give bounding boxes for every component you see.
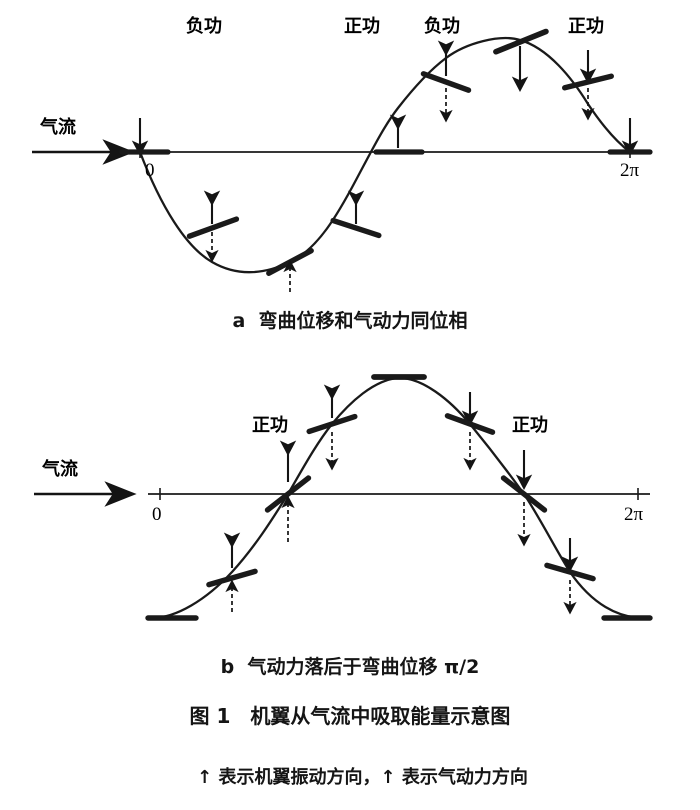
airfoil-marker <box>206 532 258 612</box>
panel-a: 0 2π <box>32 28 653 292</box>
work-label-positive: 正功 <box>512 415 548 436</box>
airfoil-marker <box>444 392 496 471</box>
energy-extraction-diagram: 0 2π <box>32 15 653 621</box>
figure-caption: 图 1 机翼从气流中吸取能量示意图 <box>189 704 511 728</box>
work-label-negative: 负功 <box>424 15 460 37</box>
panel-b: 0 2π <box>34 374 653 621</box>
caption-panel-b: b 气动力落后于弯曲位移 π/2 <box>220 656 480 678</box>
work-label-positive: 正功 <box>568 16 604 37</box>
airfoil-marker <box>330 190 382 239</box>
airfoil-marker <box>544 538 596 615</box>
airflow-label-b: 气流 <box>41 458 78 480</box>
axis-b <box>148 488 650 500</box>
airfoil-marker <box>186 190 240 263</box>
airfoil-marker <box>266 248 314 292</box>
airfoil-marker <box>562 50 614 121</box>
airfoil-marker <box>119 118 171 156</box>
airfoil-marker <box>264 440 312 542</box>
legend-line: ↑ 表示机翼振动方向，↑ 表示气动力方向 <box>0 742 700 810</box>
airfoil-marker <box>373 114 425 155</box>
axis-origin-label-b: 0 <box>152 504 162 525</box>
axis-end-label-b: 2π <box>624 504 644 525</box>
axis-end-label-a: 2π <box>620 160 640 181</box>
caption-panel-a: a 弯曲位移和气动力同位相 <box>232 310 468 332</box>
airfoil-marker <box>607 118 653 156</box>
work-label-negative: 负功 <box>186 15 222 37</box>
work-label-positive: 正功 <box>252 415 288 436</box>
airfoil-marker <box>306 384 358 471</box>
work-label-positive: 正功 <box>344 16 380 37</box>
airflow-label-a: 气流 <box>39 116 76 138</box>
airfoil-marker <box>500 450 548 547</box>
displacement-curve-a <box>138 36 632 274</box>
airfoil-marker <box>420 40 472 123</box>
figure-root: 0 2π <box>32 15 653 788</box>
axis-origin-label-a: 0 <box>145 160 155 181</box>
airfoil-marker <box>493 28 549 92</box>
